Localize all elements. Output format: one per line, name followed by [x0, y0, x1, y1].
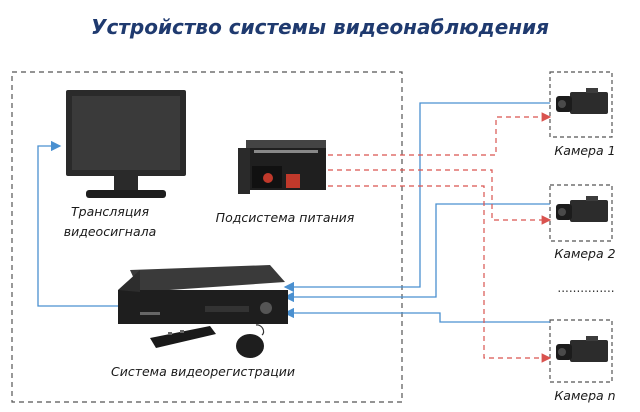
camera2-label: Камера 2: [554, 246, 615, 261]
monitor-icon: [66, 90, 186, 198]
power-lines: [328, 112, 552, 363]
camera-icon: [556, 196, 608, 222]
more-cameras-ellipsis: ...............: [557, 281, 614, 295]
cameran-frame: [549, 319, 613, 383]
recorder-label: Система видеорегистрации: [111, 364, 295, 379]
dvr-icon: [118, 265, 288, 324]
camera1-label: Камера 1: [554, 143, 615, 158]
mouse-icon: [236, 324, 265, 358]
monitor-label-line2: видеосигнала: [64, 224, 157, 239]
camera1-frame: [549, 71, 613, 138]
camera2-frame: [549, 184, 613, 242]
monitor-label-line1: Трансляция: [71, 204, 149, 219]
power-supply-label: Подсистема питания: [216, 210, 355, 225]
power-supply-icon: [238, 140, 326, 194]
video-signal-lines: [37, 102, 550, 323]
diagram-title: Устройство системы видеонаблюдения: [91, 15, 549, 39]
cameran-label: Камера n: [554, 388, 615, 403]
remote-control-icon: [150, 326, 216, 348]
camera-icon: [556, 336, 608, 362]
camera-icon: [556, 88, 608, 114]
